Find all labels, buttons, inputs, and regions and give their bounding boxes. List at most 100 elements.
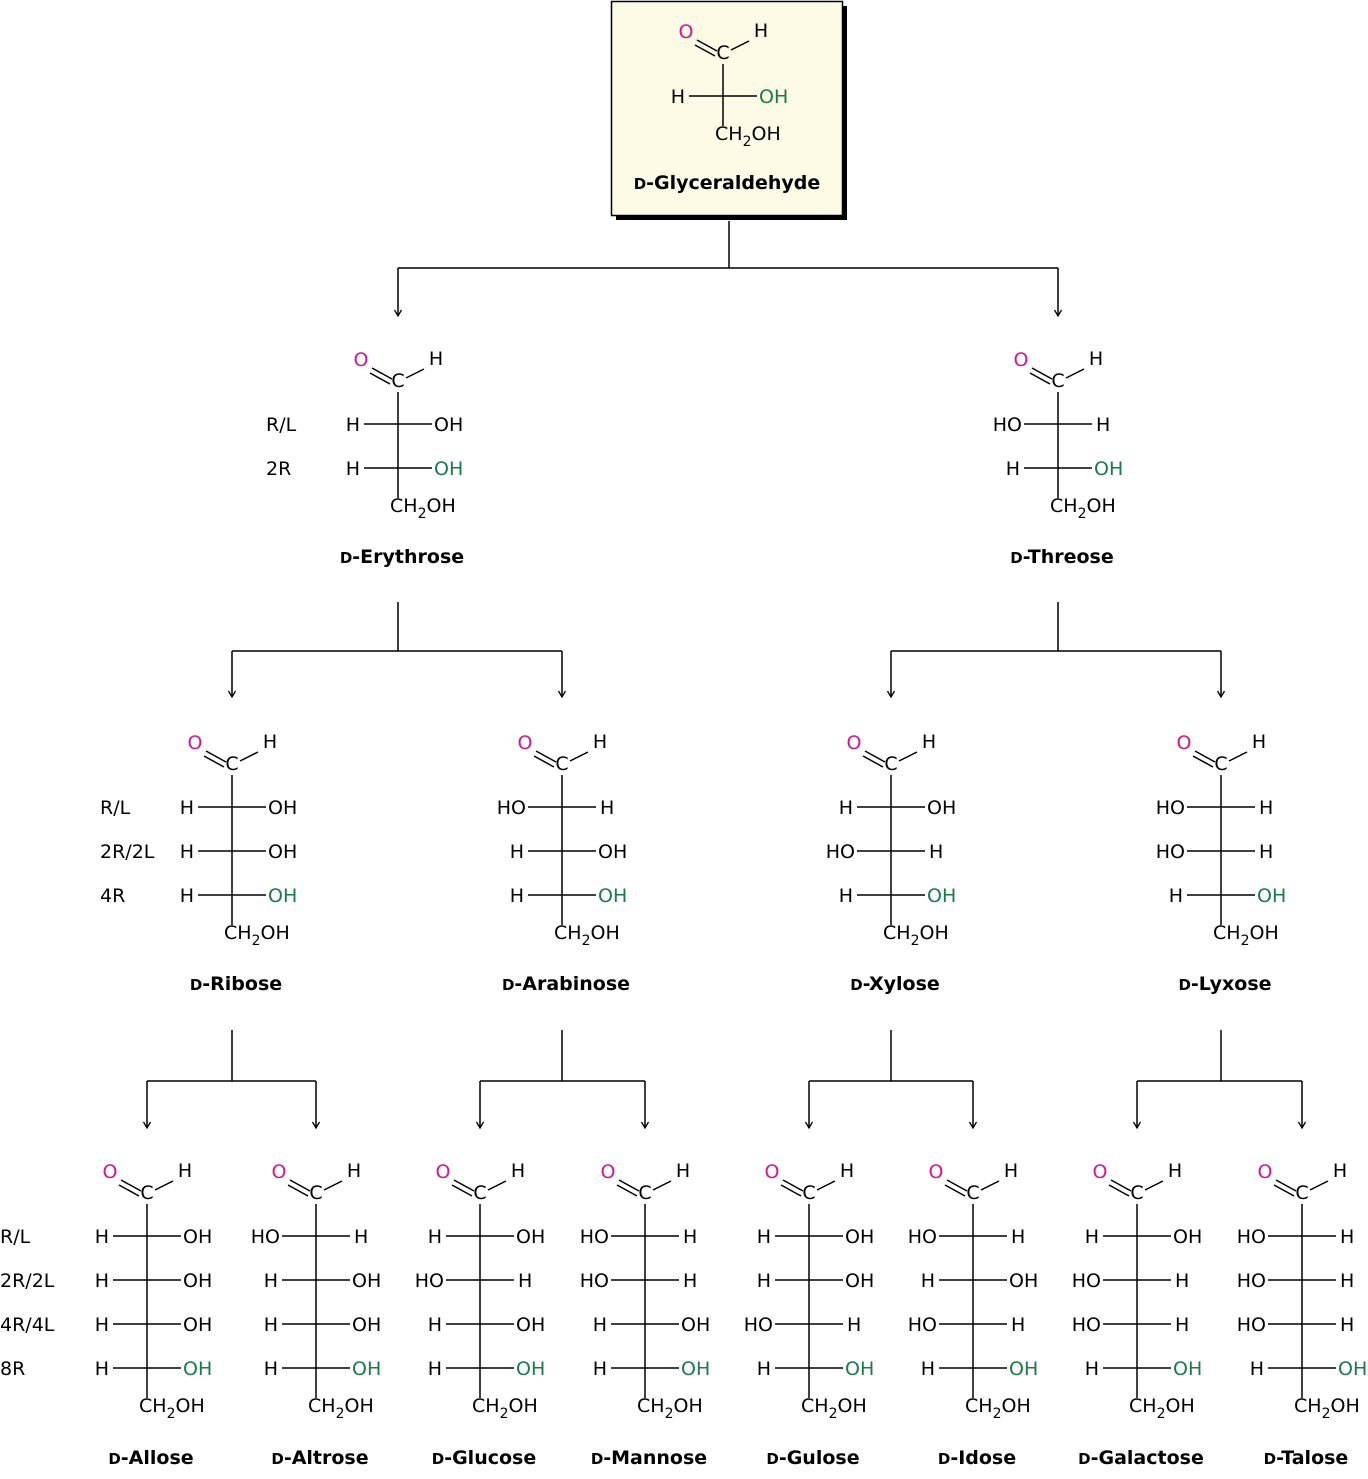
connector-ribose: [142, 1030, 321, 1130]
aldehyde-hydrogen: H: [676, 1160, 690, 1182]
arrow-head: [475, 1121, 485, 1130]
aldehyde-oxygen: O: [679, 21, 694, 43]
carbonyl-bond-1: [289, 1179, 311, 1192]
connector-lyxose: [1132, 1030, 1307, 1130]
sugar-name: D-Talose: [1264, 1447, 1349, 1469]
substituent-h: H: [1175, 1314, 1189, 1336]
sugar-name: D-Idose: [938, 1447, 1016, 1469]
aldehyde-h-bond: [405, 368, 425, 379]
carbonyl-bond-1: [1031, 367, 1053, 380]
carbonyl-bond-2: [1108, 1184, 1130, 1197]
connector-arabinose: [475, 1030, 650, 1130]
carbonyl-bond-1: [864, 750, 886, 763]
arrow-head: [393, 309, 403, 318]
substituent-ho: HO: [1237, 1270, 1266, 1292]
arrow-head: [142, 1121, 152, 1130]
substituent-oh: OH: [352, 1270, 381, 1292]
carbonyl-bond-2: [862, 755, 884, 768]
substituent-ho: HO: [580, 1270, 609, 1292]
row-label: R/L: [0, 1226, 31, 1248]
substituent-oh: OH: [434, 458, 463, 480]
row-labels-tetrose: R/L2R: [266, 414, 297, 480]
arrow-head: [227, 690, 237, 699]
ch2oh-group: CH2OH: [883, 922, 949, 949]
substituent-h: H: [428, 1358, 442, 1380]
root-box-frame: [610, 0, 844, 217]
arrow-head: [311, 1121, 321, 1130]
substituent-h: H: [428, 1314, 442, 1336]
arrow-head: [886, 690, 896, 699]
aldehyde-hydrogen: H: [840, 1160, 854, 1182]
carbonyl-bond-1: [535, 750, 557, 763]
substituent-h: H: [847, 1314, 861, 1336]
aldehyde-oxygen: O: [929, 1161, 944, 1183]
aldehyde-oxygen: O: [436, 1161, 451, 1183]
aldehyde-oxygen: O: [272, 1161, 287, 1183]
substituent-oh: OH: [759, 86, 788, 108]
substituent-oh: OH: [268, 885, 297, 907]
substituent-h: H: [510, 841, 524, 863]
carbonyl-bond-1: [453, 1179, 475, 1192]
substituent-h: H: [671, 86, 685, 108]
aldehyde-carbon: C: [1214, 753, 1227, 775]
substituent-h: H: [683, 1270, 697, 1292]
carbonyl-bond-2: [1192, 755, 1214, 768]
aldehyde-h-bond: [1065, 368, 1085, 379]
carbonyl-bond-1: [946, 1179, 968, 1192]
carbonyl-bond-2: [118, 1184, 140, 1197]
aldehyde-h-bond: [569, 751, 589, 762]
substituent-h: H: [757, 1270, 771, 1292]
row-label: 8R: [0, 1358, 25, 1380]
ch2oh-group: CH2OH: [801, 1395, 867, 1422]
carbonyl-bond-1: [618, 1179, 640, 1192]
carbonyl-bond-1: [696, 39, 718, 52]
substituent-h: H: [518, 1270, 532, 1292]
aldehyde-carbon: C: [1051, 370, 1064, 392]
ch2oh-group: CH2OH: [1129, 1395, 1195, 1422]
sugar-name: D-Gulose: [766, 1447, 859, 1469]
aldehyde-h-bond: [898, 751, 918, 762]
substituent-oh: OH: [1173, 1226, 1202, 1248]
substituent-h: H: [95, 1270, 109, 1292]
substituent-h: H: [1340, 1270, 1354, 1292]
aldehyde-oxygen: O: [765, 1161, 780, 1183]
substituent-oh: OH: [183, 1270, 212, 1292]
ch2oh-group: CH2OH: [965, 1395, 1031, 1422]
substituent-oh: OH: [681, 1358, 710, 1380]
substituent-h: H: [1169, 885, 1183, 907]
substituent-oh: OH: [1009, 1270, 1038, 1292]
root-box: [610, 0, 847, 220]
substituent-h: H: [264, 1270, 278, 1292]
aldehyde-hydrogen: H: [1004, 1160, 1018, 1182]
aldehyde-carbon: C: [802, 1182, 815, 1204]
substituent-ho: HO: [908, 1314, 937, 1336]
aldehyde-h-bond: [1309, 1180, 1329, 1191]
substituent-oh: OH: [352, 1314, 381, 1336]
aldehyde-h-bond: [154, 1180, 174, 1191]
sugar-name: D-Glucose: [432, 1447, 536, 1469]
substituent-h: H: [428, 1226, 442, 1248]
arrow-head: [1132, 1121, 1142, 1130]
carbonyl-bond-2: [1273, 1184, 1295, 1197]
tree-line: [231, 602, 563, 697]
aldehyde-oxygen: O: [847, 732, 862, 754]
aldehyde-hydrogen: H: [1168, 1160, 1182, 1182]
aldehyde-oxygen: O: [1258, 1161, 1273, 1183]
substituent-ho: HO: [251, 1226, 280, 1248]
substituent-h: H: [683, 1226, 697, 1248]
aldehyde-hydrogen: H: [511, 1160, 525, 1182]
carbonyl-bond-1: [782, 1179, 804, 1192]
substituent-ho: HO: [993, 414, 1022, 436]
substituent-oh: OH: [681, 1314, 710, 1336]
aldehyde-oxygen: O: [188, 732, 203, 754]
tree-line: [479, 1030, 646, 1128]
carbonyl-bond-2: [533, 755, 555, 768]
